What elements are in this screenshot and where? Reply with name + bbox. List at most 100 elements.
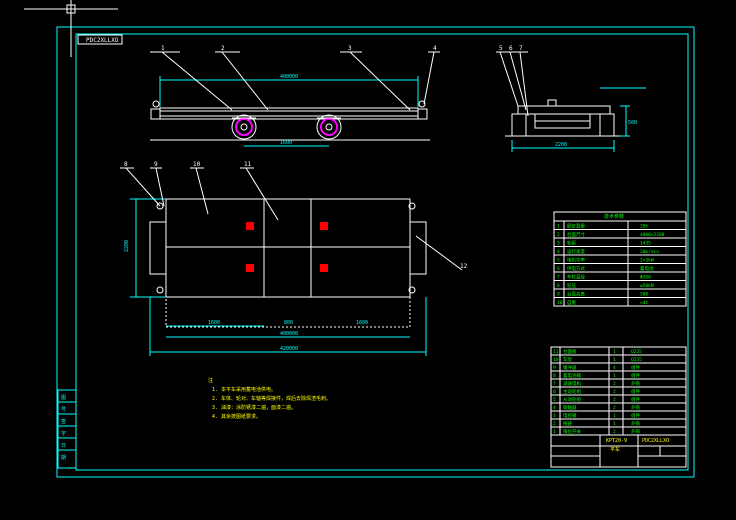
callout-label: 10	[193, 161, 201, 168]
bom-table-cell: 外购	[631, 404, 640, 411]
note-item: 4. 其余按图纸要求。	[212, 413, 261, 420]
front-elevation-view: 400000 1600 1 2 3 4	[150, 45, 440, 147]
part-name: KPT20-9	[606, 438, 627, 444]
spec-table-cell: 轨距	[567, 240, 576, 247]
technical-notes: 注 1. 本平车采用蓄电池供电。 2. 车体、轮对、车轴等焊接件，焊后去除焊渣毛…	[208, 377, 331, 420]
spec-table-cell: 2×3kW	[640, 258, 654, 264]
part-subtitle: 平车	[610, 446, 620, 453]
spec-table-cell: 9	[557, 292, 560, 298]
spec-table-cell: 20t	[640, 224, 648, 230]
bom-table-cell: 2	[613, 397, 616, 403]
callout-label: 2	[221, 45, 225, 52]
title-code: PDC2XLLXO	[642, 438, 669, 444]
dim-plan-height: 2200	[124, 240, 130, 252]
bom-table-cell: 联轴器	[563, 404, 577, 411]
wheel-position-marks	[246, 222, 328, 272]
strip-label: 字	[61, 430, 66, 437]
bom-table-cell: 4	[613, 365, 616, 371]
strip-label: 日	[61, 443, 66, 449]
wheel-right-icon	[316, 114, 342, 140]
bom-table-cell: 1	[613, 349, 616, 355]
spec-table-cell: 1	[557, 224, 560, 230]
dim-plan-outer: 420000	[280, 346, 298, 352]
spec-table-cell: Φ350	[640, 275, 651, 281]
note-item: 2. 车体、轮对、车轴等焊接件，焊后去除焊渣毛刺。	[212, 395, 331, 402]
bom-table-cell: 组件	[631, 388, 640, 395]
bom-table-cell: 6	[553, 389, 556, 395]
callout-label: 9	[154, 161, 158, 168]
strip-label: 图	[61, 395, 66, 401]
bom-table-cell: 从动轮组	[563, 396, 581, 403]
bom-table-cell: 蓄电池箱	[563, 372, 581, 379]
code-box	[77, 34, 123, 45]
spec-table-cell: 7	[557, 275, 560, 281]
bom-table-cell: 减速电机	[563, 380, 581, 387]
sheet-frame	[56, 26, 695, 478]
spec-table-cell: 台面尺寸	[567, 231, 585, 238]
deck-outline	[159, 107, 419, 120]
hatch-mark	[320, 264, 328, 272]
spec-table-cell: 运行速度	[567, 248, 585, 255]
bom-table-cell: 2	[613, 429, 616, 435]
note-item: 1. 本平车采用蓄电池供电。	[212, 386, 276, 393]
callout-label: 11	[244, 161, 252, 168]
notes-heading: 注	[208, 377, 213, 384]
bom-table-cell: 4	[553, 405, 556, 411]
side-deck	[517, 105, 611, 115]
spec-table-cell: 4000×2200	[640, 232, 665, 238]
dim-plan-seg-right: 1600	[356, 320, 368, 326]
bom-table-cell: 2	[553, 421, 556, 427]
callout-label: 4	[433, 45, 437, 52]
spec-table-cell: 6	[557, 266, 560, 272]
callout-label: 1	[161, 45, 165, 52]
spec-table-cell: 500	[640, 292, 648, 298]
bom-table-cell: 缓冲器	[563, 364, 577, 371]
bom-table-cell: 电控箱	[563, 412, 577, 419]
strip-label: 期	[61, 455, 66, 461]
battery-box-left	[149, 221, 167, 275]
outer-border	[56, 26, 695, 478]
bom-table-cell: 拖链	[563, 420, 572, 427]
dim-plan-seg-mid: 800	[284, 320, 293, 326]
spec-table-cell: ≈4t	[640, 300, 648, 306]
bom-table-cell: 组件	[631, 372, 640, 379]
battery-box-right	[409, 221, 427, 275]
bom-table-cell: 台面板	[563, 348, 577, 355]
buffer-right	[417, 108, 428, 120]
bom-table-cell: 限位开关	[563, 428, 581, 435]
dim-wheelbase: 1600	[280, 140, 292, 146]
bom-table-cell: 11	[553, 349, 559, 355]
bom-table-cell: 外购	[631, 420, 640, 427]
callout-label: 7	[519, 45, 523, 52]
callout-label: 3	[348, 45, 352, 52]
spec-table-cell: ≤50kN	[640, 283, 654, 289]
hatch-mark	[246, 264, 254, 272]
spec-table-cell: 5	[557, 258, 560, 264]
title-block-frame	[550, 434, 687, 468]
bom-table-cell: 外购	[631, 380, 640, 387]
bom-table-cell: 3	[553, 413, 556, 419]
bom-table-cell: 1	[613, 413, 616, 419]
bom-table-cell: 1	[613, 373, 616, 379]
spec-table-cell: 额定载重	[567, 223, 585, 230]
spec-table-cell: 1435	[640, 241, 651, 247]
bom-table-cell: 7	[553, 381, 556, 387]
bom-table-cell: 2	[613, 405, 616, 411]
bom-table-cell: Q235	[631, 357, 642, 363]
bom-table-cell: 车架	[563, 356, 572, 363]
crosshair-cursor-icon	[24, 0, 118, 57]
spec-table-cell: 轮压	[567, 282, 576, 289]
spec-table-cell: 供电方式	[567, 265, 585, 272]
bom-table-cell: 组件	[631, 396, 640, 403]
bom-table-cell: 1	[613, 357, 616, 363]
dim-side-height: 500	[628, 120, 637, 126]
strip-label: 号	[61, 407, 66, 413]
bom-table-cell: 主动轮组	[563, 388, 581, 395]
bom-table-cell: Q235	[631, 349, 642, 355]
inner-border	[75, 33, 689, 471]
binding-strip	[57, 389, 77, 469]
spec-table-cell: 4	[557, 249, 560, 255]
